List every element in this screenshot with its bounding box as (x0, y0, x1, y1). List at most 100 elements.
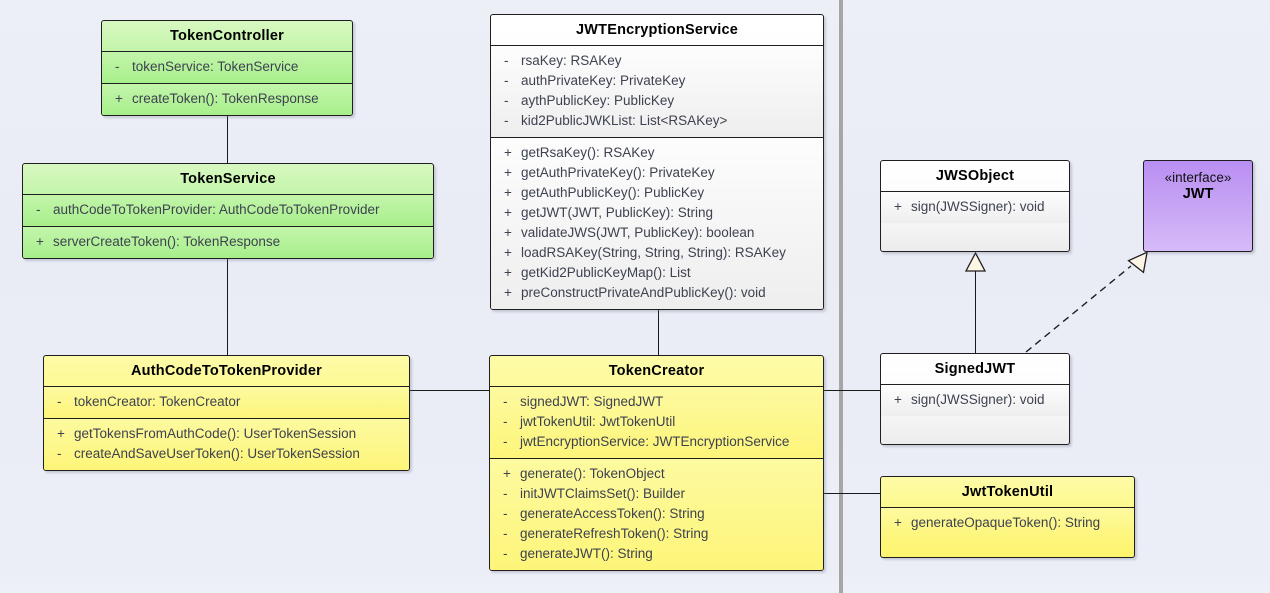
class-box-signed-jwt[interactable]: SignedJWT + sign(JWSSigner): void (880, 353, 1070, 445)
class-title-jwt-encryption-service: JWTEncryptionService (576, 22, 738, 38)
visibility-marker: - (503, 546, 508, 561)
visibility-marker: + (57, 426, 65, 441)
visibility-marker: + (894, 515, 902, 530)
compartment-divider (491, 45, 823, 46)
connector-tokencreator-signedjwt (824, 390, 880, 391)
member-signature: createToken(): TokenResponse (132, 91, 319, 106)
visibility-marker: - (504, 73, 509, 88)
attributes-compartment: - signedJWT: SignedJWT - jwtTokenUtil: J… (490, 387, 823, 458)
member-signature: sign(JWSSigner): void (911, 199, 1045, 214)
compartment-divider (490, 386, 823, 387)
member-signature: authCodeToTokenProvider: AuthCodeToToken… (53, 202, 380, 217)
operation-row: + getAuthPublicKey(): PublicKey (495, 183, 819, 203)
operation-row: - generateRefreshToken(): String (494, 524, 819, 544)
compartment-divider (490, 458, 823, 459)
class-box-jwt-interface[interactable]: «interface» JWT (1143, 160, 1253, 252)
class-title-jwt: JWT (1182, 186, 1214, 202)
member-signature: validateJWS(JWT, PublicKey): boolean (521, 225, 755, 240)
visibility-marker: + (504, 185, 512, 200)
operation-row: - generateAccessToken(): String (494, 504, 819, 524)
class-box-jwt-encryption-service[interactable]: JWTEncryptionService - rsaKey: RSAKey - … (490, 14, 824, 310)
operation-row: + sign(JWSSigner): void (885, 390, 1065, 410)
attributes-compartment: - authCodeToTokenProvider: AuthCodeToTok… (23, 195, 433, 226)
member-signature: jwtEncryptionService: JWTEncryptionServi… (520, 434, 790, 449)
operation-row: - generateJWT(): String (494, 544, 819, 564)
compartment-divider (881, 384, 1069, 385)
member-signature: getRsaKey(): RSAKey (521, 145, 655, 160)
connector-jwtencryptionservice-tokencreator (658, 297, 659, 356)
operation-row: + validateJWS(JWT, PublicKey): boolean (495, 223, 819, 243)
attribute-row: - kid2PublicJWKList: List<RSAKey> (495, 111, 819, 131)
attribute-row: - tokenService: TokenService (106, 57, 348, 77)
class-title-jwt-token-util: JwtTokenUtil (961, 484, 1054, 500)
compartment-divider (491, 137, 823, 138)
operations-compartment: + generateOpaqueToken(): String (881, 508, 1134, 539)
generalization-arrowhead-icon (964, 251, 988, 272)
compartment-divider (102, 51, 352, 52)
class-box-token-controller[interactable]: TokenController - tokenService: TokenSer… (101, 20, 353, 116)
visibility-marker: - (503, 526, 508, 541)
member-signature: preConstructPrivateAndPublicKey(): void (521, 285, 766, 300)
operations-compartment: + getTokensFromAuthCode(): UserTokenSess… (44, 419, 409, 470)
operation-row: - createAndSaveUserToken(): UserTokenSes… (48, 444, 405, 464)
attribute-row: - authCodeToTokenProvider: AuthCodeToTok… (27, 200, 429, 220)
member-signature: loadRSAKey(String, String, String): RSAK… (521, 245, 786, 260)
visibility-marker: - (504, 53, 509, 68)
visibility-marker: + (504, 285, 512, 300)
operation-row: + getKid2PublicKeyMap(): List (495, 263, 819, 283)
visibility-marker: + (504, 225, 512, 240)
compartment-divider (23, 194, 433, 195)
visibility-marker: - (503, 414, 508, 429)
member-signature: generate(): TokenObject (520, 466, 665, 481)
connector-tokenservice-authcodetotokenprovider (227, 255, 228, 356)
class-box-token-service[interactable]: TokenService - authCodeToTokenProvider: … (22, 163, 434, 259)
attributes-compartment: - tokenService: TokenService (102, 52, 352, 83)
visibility-marker: + (504, 145, 512, 160)
member-signature: generateOpaqueToken(): String (911, 515, 1101, 530)
operations-compartment: + createToken(): TokenResponse (102, 84, 352, 115)
operations-compartment: + serverCreateToken(): TokenResponse (23, 227, 433, 258)
member-signature: initJWTClaimsSet(): Builder (520, 486, 686, 501)
operation-row: + sign(JWSSigner): void (885, 197, 1065, 217)
member-signature: signedJWT: SignedJWT (520, 394, 664, 409)
class-box-token-creator[interactable]: TokenCreator - signedJWT: SignedJWT - jw… (489, 355, 824, 571)
member-signature: serverCreateToken(): TokenResponse (53, 234, 281, 249)
visibility-marker: + (504, 165, 512, 180)
member-signature: getAuthPrivateKey(): PrivateKey (521, 165, 715, 180)
visibility-marker: + (503, 466, 511, 481)
attribute-row: - jwtTokenUtil: JwtTokenUtil (494, 412, 819, 432)
visibility-marker: - (504, 93, 509, 108)
class-title-auth-code-to-token-provider: AuthCodeToTokenProvider (131, 363, 322, 379)
attributes-compartment: - tokenCreator: TokenCreator (44, 387, 409, 418)
member-signature: rsaKey: RSAKey (521, 53, 622, 68)
attribute-row: - tokenCreator: TokenCreator (48, 392, 405, 412)
operation-row: + generateOpaqueToken(): String (885, 513, 1130, 533)
operation-row: + createToken(): TokenResponse (106, 89, 348, 109)
member-signature: getAuthPublicKey(): PublicKey (521, 185, 705, 200)
visibility-marker: - (503, 394, 508, 409)
member-signature: generateAccessToken(): String (520, 506, 705, 521)
member-signature: aythPublicKey: PublicKey (521, 93, 675, 108)
visibility-marker: - (115, 59, 120, 74)
compartment-divider (102, 83, 352, 84)
member-signature: jwtTokenUtil: JwtTokenUtil (520, 414, 676, 429)
compartment-divider (44, 386, 409, 387)
operations-compartment: + generate(): TokenObject - initJWTClaim… (490, 459, 823, 570)
operation-row: + getTokensFromAuthCode(): UserTokenSess… (48, 424, 405, 444)
class-box-jwt-token-util[interactable]: JwtTokenUtil + generateOpaqueToken(): St… (880, 476, 1135, 558)
visibility-marker: - (503, 434, 508, 449)
operations-compartment: + sign(JWSSigner): void (881, 192, 1069, 223)
interface-stereotype: «interface» (1164, 170, 1232, 185)
class-box-auth-code-to-token-provider[interactable]: AuthCodeToTokenProvider - tokenCreator: … (43, 355, 410, 471)
compartment-divider (881, 191, 1069, 192)
class-title-token-creator: TokenCreator (608, 363, 705, 379)
visibility-marker: + (36, 234, 44, 249)
visibility-marker: + (504, 205, 512, 220)
visibility-marker: - (503, 506, 508, 521)
visibility-marker: - (57, 394, 62, 409)
visibility-marker: - (36, 202, 41, 217)
visibility-marker: + (894, 199, 902, 214)
class-box-jws-object[interactable]: JWSObject + sign(JWSSigner): void (880, 160, 1070, 252)
class-title-token-controller: TokenController (170, 28, 284, 44)
